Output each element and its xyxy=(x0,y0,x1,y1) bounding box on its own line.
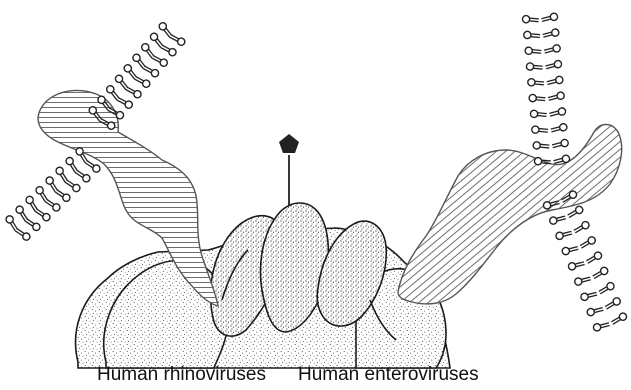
lipid-molecule-icon xyxy=(546,76,564,87)
lipid-molecule-icon xyxy=(116,96,134,110)
lipid-molecule-icon xyxy=(14,227,31,242)
lipid-molecule-icon xyxy=(531,126,548,135)
lipid-molecule-icon xyxy=(125,85,143,99)
lipid-molecule-icon xyxy=(574,275,591,286)
lipid-molecule-icon xyxy=(592,266,610,280)
lipid-molecule-icon xyxy=(523,31,540,40)
lipid-molecule-icon xyxy=(573,220,591,234)
lipid-molecule-icon xyxy=(123,63,139,80)
lipid-molecule-icon xyxy=(529,94,546,103)
lipid-molecule-icon xyxy=(140,42,156,59)
virus-capsid xyxy=(76,203,450,368)
lipid-molecule-icon xyxy=(526,63,543,72)
lipid-molecule-icon xyxy=(555,229,572,240)
lipid-molecule-icon xyxy=(604,297,622,311)
lipid-molecule-icon xyxy=(44,197,61,212)
pentagon-ligand-icon xyxy=(279,134,299,153)
lipid-molecule-icon xyxy=(610,312,628,326)
lipid-molecule-icon xyxy=(542,28,560,39)
lipid-molecule-icon xyxy=(74,168,91,183)
lipid-molecule-icon xyxy=(561,244,578,255)
lipid-molecule-icon xyxy=(579,236,597,250)
lipid-molecule-icon xyxy=(525,47,542,56)
lipid-molecule-icon xyxy=(34,207,51,222)
lipid-molecule-icon xyxy=(149,32,165,49)
membrane-left-lower xyxy=(5,146,102,241)
lipid-molecule-icon xyxy=(158,21,174,38)
lipid-molecule-icon xyxy=(533,141,550,150)
lipid-molecule-icon xyxy=(133,75,151,89)
lipid-molecule-icon xyxy=(598,281,616,295)
lipid-molecule-icon xyxy=(593,321,610,332)
caption-enteroviruses: Human enteroviruses xyxy=(298,363,479,387)
lipid-molecule-icon xyxy=(585,251,603,265)
lipid-molecule-icon xyxy=(142,64,160,78)
lipid-molecule-icon xyxy=(580,290,597,301)
lipid-molecule-icon xyxy=(550,123,568,134)
lipid-molecule-icon xyxy=(541,12,559,23)
caption-rhinoviruses: Human rhinoviruses xyxy=(97,363,266,387)
lipid-molecule-icon xyxy=(24,217,41,232)
lipid-molecule-icon xyxy=(552,139,570,150)
lipid-molecule-icon xyxy=(168,33,186,47)
lipid-molecule-icon xyxy=(549,214,566,225)
lipid-molecule-icon xyxy=(527,78,544,87)
lipid-molecule-icon xyxy=(114,74,130,91)
lipid-molecule-icon xyxy=(131,53,147,70)
lipid-molecule-icon xyxy=(105,84,121,101)
lipid-molecule-icon xyxy=(568,260,585,271)
lipid-molecule-icon xyxy=(151,54,169,68)
lipid-molecule-icon xyxy=(522,15,539,24)
lipid-molecule-icon xyxy=(64,178,81,193)
lipid-molecule-icon xyxy=(586,305,603,316)
lipid-molecule-icon xyxy=(544,44,562,55)
lipid-molecule-icon xyxy=(160,43,178,57)
lipid-molecule-icon xyxy=(54,188,71,203)
ligand-marker xyxy=(279,134,299,205)
lipid-molecule-icon xyxy=(530,110,547,119)
lipid-molecule-icon xyxy=(549,107,567,118)
lipid-molecule-icon xyxy=(548,91,566,102)
lipid-molecule-icon xyxy=(545,60,563,71)
membrane-right-upper xyxy=(522,12,570,165)
membrane-right-lower xyxy=(543,190,628,332)
